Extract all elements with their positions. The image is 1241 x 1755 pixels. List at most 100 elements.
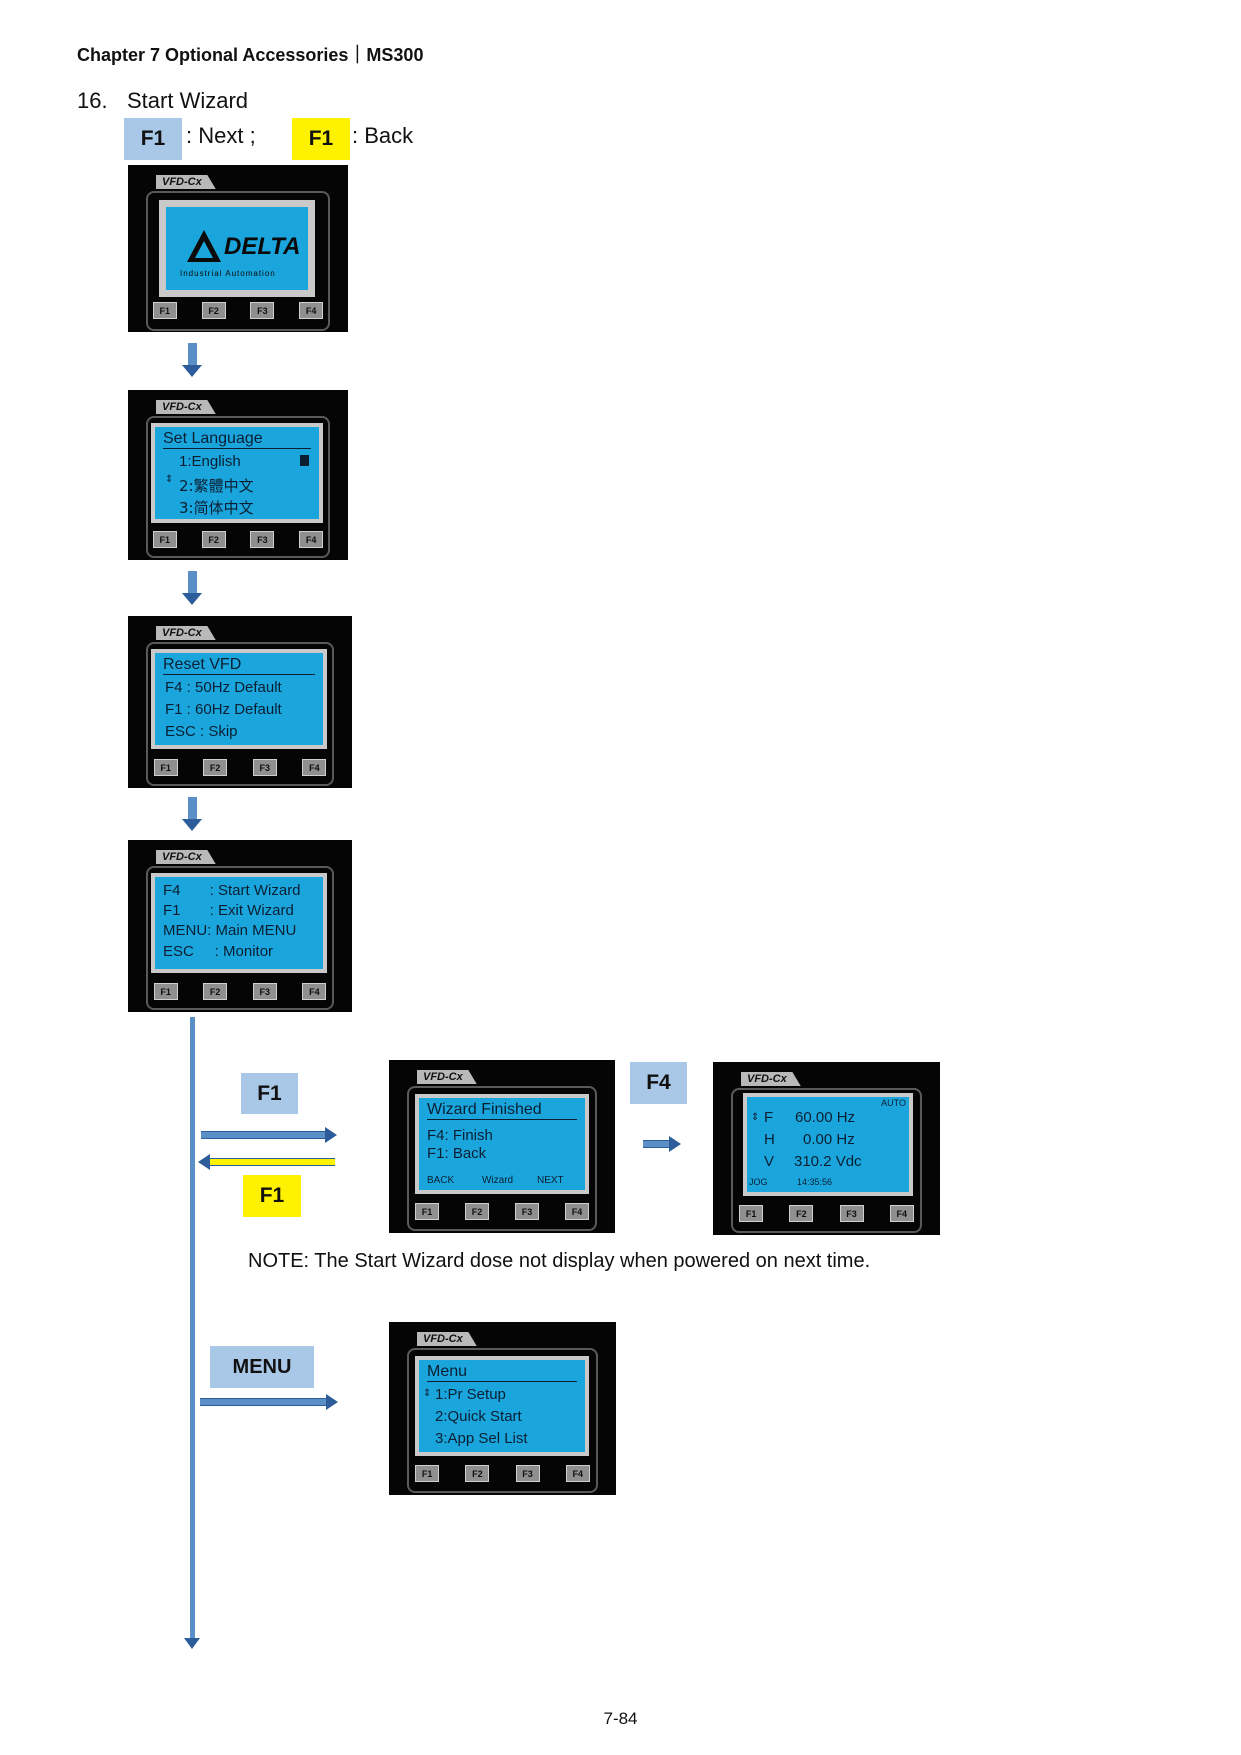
note-text: NOTE: The Start Wizard dose not display … — [248, 1250, 871, 1272]
reset-option: F4 : 50Hz Default — [165, 679, 282, 696]
section-title: Start Wizard — [127, 88, 249, 113]
f1-key: F1 — [415, 1203, 439, 1220]
flow-arrow-down — [182, 343, 202, 377]
f4-key: F4 — [299, 531, 324, 548]
f1-key: F1 — [152, 302, 177, 319]
logo-name: DELTA — [224, 233, 301, 260]
legend-next-text: : Next ; — [186, 123, 256, 148]
monitor-label: V — [764, 1153, 775, 1170]
f1-next-key: F1 — [241, 1073, 298, 1114]
screen-title: Wizard Finished — [427, 1101, 577, 1120]
flow-line-vertical — [190, 1017, 195, 1640]
monitor-value: 60.00 Hz — [795, 1109, 856, 1126]
brand-label: VFD-Cx — [156, 850, 216, 864]
f4-key: F4 — [565, 1203, 589, 1220]
menu-item: 2:Quick Start — [435, 1408, 522, 1425]
softkey-next-label: NEXT — [537, 1175, 564, 1186]
screen-title: Set Language — [163, 430, 311, 449]
flow-arrow-down — [182, 571, 202, 605]
f4-key: F4 — [299, 302, 324, 319]
f4-key-label: F4 — [630, 1062, 687, 1104]
screen-title: Reset VFD — [163, 656, 315, 675]
keypad-wizard-options: VFD-Cx F4 : Start Wizard F1 : Exit Wizar… — [128, 840, 352, 1012]
menu-item: 3:App Sel List — [435, 1430, 528, 1447]
legend-back-key: F1 — [292, 118, 350, 160]
scroll-updown-icon: ⇕ — [423, 1388, 432, 1399]
delta-logo-icon — [186, 229, 222, 268]
screen-title: Menu — [427, 1363, 577, 1382]
flow-arrow-down — [182, 797, 202, 831]
reset-option: ESC : Skip — [165, 723, 238, 740]
section-heading: 16. Start Wizard — [77, 88, 248, 114]
f2-key: F2 — [201, 531, 226, 548]
keypad-reset-vfd: VFD-Cx Reset VFD F4 : 50Hz Default F1 : … — [128, 616, 352, 788]
scroll-updown-icon: ⇕ — [165, 474, 174, 485]
brand-label: VFD-Cx — [156, 400, 216, 414]
f1-key: F1 — [153, 983, 178, 1000]
language-item: 3:简体中文 — [179, 499, 254, 517]
language-item: 2:繁體中文 — [179, 477, 254, 495]
f4-key: F4 — [302, 983, 327, 1000]
section-number: 16. — [77, 88, 108, 113]
f2-key: F2 — [789, 1205, 814, 1222]
f4-key: F4 — [302, 759, 327, 776]
page-number: 7-84 — [603, 1709, 638, 1728]
f3-key: F3 — [252, 759, 277, 776]
page-header: Chapter 7 Optional Accessories｜MS300 — [77, 45, 424, 65]
f1-key: F1 — [152, 531, 177, 548]
flow-arrow-down — [184, 1638, 200, 1649]
monitor-value: 310.2 Vdc — [794, 1153, 862, 1170]
f3-key: F3 — [515, 1465, 540, 1482]
f3-key: F3 — [839, 1205, 864, 1222]
f2-key: F2 — [201, 302, 226, 319]
reset-option: F1 : 60Hz Default — [165, 701, 282, 718]
scroll-updown-icon: ⇕ — [751, 1112, 760, 1123]
language-item: 1:English — [179, 453, 241, 470]
f1-key: F1 — [415, 1465, 440, 1482]
arrow-right — [643, 1136, 681, 1152]
auto-indicator: AUTO — [881, 1098, 906, 1108]
f4-key: F4 — [565, 1465, 590, 1482]
f2-key: F2 — [465, 1465, 490, 1482]
logo-tagline: Industrial Automation — [180, 269, 276, 278]
clock-time: 14:35:56 — [797, 1177, 833, 1187]
keypad-logo: VFD-Cx DELTA Industrial Automation F1 F2… — [128, 165, 348, 332]
finished-option: F1: Back — [427, 1145, 487, 1162]
monitor-label: H — [764, 1131, 775, 1148]
keypad-set-language: VFD-Cx Set Language 1:English ⇕ 2:繁體中文 3… — [128, 390, 348, 560]
f3-key: F3 — [250, 302, 275, 319]
wizard-option: MENU: Main MENU — [163, 922, 297, 939]
keypad-monitor: VFD-Cx AUTO ⇕ F 60.00 Hz H 0.00 Hz V 310… — [713, 1062, 940, 1235]
brand-label: VFD-Cx — [156, 175, 216, 189]
keypad-wizard-finished: VFD-Cx Wizard Finished F4: Finish F1: Ba… — [389, 1060, 615, 1233]
wizard-option: ESC : Monitor — [163, 943, 274, 960]
softkey-wizard-label: Wizard — [482, 1175, 514, 1186]
f3-key: F3 — [515, 1203, 539, 1220]
arrow-right — [200, 1394, 338, 1410]
menu-item: 1:Pr Setup — [435, 1386, 506, 1403]
arrow-right — [201, 1127, 337, 1143]
brand-label: VFD-Cx — [156, 626, 216, 640]
f4-key: F4 — [889, 1205, 914, 1222]
arrow-left — [198, 1154, 335, 1170]
legend-back-text: : Back — [352, 123, 414, 148]
f1-key: F1 — [739, 1205, 764, 1222]
selected-marker-icon — [300, 455, 309, 466]
f1-back-key: F1 — [243, 1175, 301, 1217]
brand-label: VFD-Cx — [417, 1070, 477, 1084]
monitor-value: 0.00 Hz — [803, 1131, 855, 1148]
monitor-label: F — [764, 1109, 774, 1126]
wizard-option: F4 : Start Wizard — [163, 882, 301, 899]
f2-key: F2 — [465, 1203, 489, 1220]
f2-key: F2 — [203, 759, 228, 776]
f3-key: F3 — [252, 983, 277, 1000]
wizard-option: F1 : Exit Wizard — [163, 902, 294, 919]
f1-key: F1 — [153, 759, 178, 776]
brand-label: VFD-Cx — [741, 1072, 801, 1086]
keypad-menu: VFD-Cx Menu ⇕ 1:Pr Setup 2:Quick Start 3… — [389, 1322, 616, 1495]
legend-next-key: F1 — [124, 118, 182, 160]
menu-key-label: MENU — [210, 1346, 314, 1388]
finished-option: F4: Finish — [427, 1127, 493, 1144]
f3-key: F3 — [250, 531, 275, 548]
softkey-back-label: BACK — [427, 1175, 455, 1186]
